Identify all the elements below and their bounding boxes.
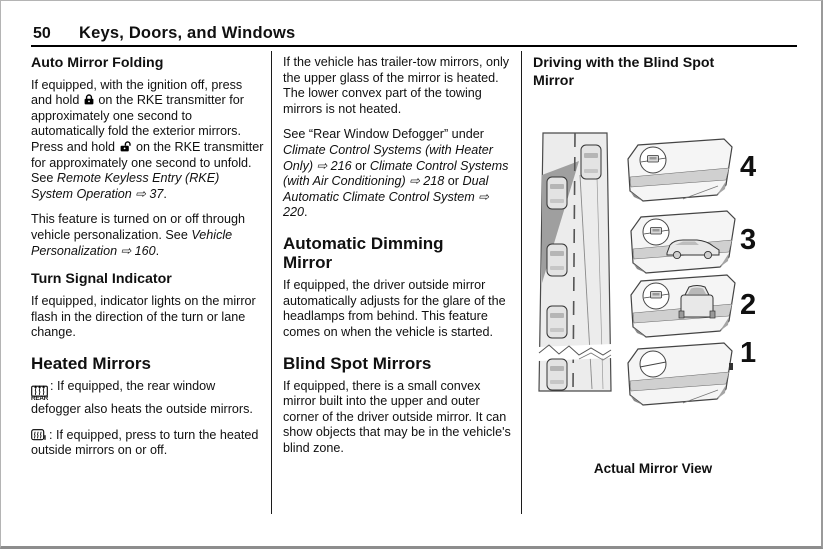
driver-car <box>580 144 602 180</box>
cross-reference: Vehicle Personalization ⇨ 160 <box>31 228 233 258</box>
paragraph: If equipped, the driver outside mirror a… <box>283 278 506 339</box>
paragraph: : If equipped, press to turn the heated … <box>31 427 259 458</box>
mirror-view-1 <box>627 342 733 406</box>
convex-mirror-car <box>647 155 659 163</box>
mirror-view-2 <box>630 274 736 338</box>
page-title: Keys, Doors, and Windows <box>79 24 296 42</box>
column-2: If the vehicle has trailer-tow mirrors, … <box>283 51 513 467</box>
header-rule <box>31 45 797 47</box>
cross-reference: Climate Control Systems (with Heater Onl… <box>283 143 493 173</box>
mirror-label-4: 4 <box>740 151 757 183</box>
passing-car-2 <box>546 305 568 339</box>
paragraph: If equipped, indicator lights on the mir… <box>31 293 256 340</box>
column-divider <box>271 51 272 514</box>
paragraph: This feature is turned on or off through… <box>31 212 245 258</box>
section-heading: Heated Mirrors <box>31 353 151 373</box>
cross-reference: Dual Automatic Climate Control System ⇨ … <box>283 174 489 220</box>
paragraph: If the vehicle has trailer-tow mirrors, … <box>283 55 510 116</box>
column-1: Auto Mirror Folding If equipped, with th… <box>31 51 264 469</box>
page-number: 50 <box>33 25 51 42</box>
convex-mirror-car <box>650 227 662 235</box>
road-lane-diagram <box>538 132 612 392</box>
lock-closed-icon <box>84 94 94 105</box>
figure-caption: Actual Mirror View <box>593 461 713 476</box>
section-heading: Auto Mirror Folding <box>31 55 164 71</box>
rear-window-defogger-icon: REAR <box>31 385 48 402</box>
convex-mirror-car <box>650 291 662 299</box>
column-3: Driving with the Blind Spot Mirror <box>533 51 811 476</box>
mirror-label-1: 1 <box>740 337 757 369</box>
paragraph: If equipped, there is a small convex mir… <box>283 378 511 456</box>
rear-icon-label: REAR <box>31 394 49 402</box>
section-heading: Turn Signal Indicator <box>31 271 172 288</box>
section-heading: Automatic Dimming Mirror <box>283 234 444 273</box>
mirror-label-2: 2 <box>740 289 757 321</box>
section-heading: Driving with the Blind Spot Mirror <box>533 55 715 89</box>
paragraph: See “Rear Window Defogger” under Climate… <box>283 127 509 220</box>
mirror-car-front-view <box>678 285 716 319</box>
cross-reference: Remote Keyless Entry (RKE) System Operat… <box>31 171 220 201</box>
blind-spot-diagram <box>538 132 736 406</box>
paragraph: REAR: If equipped, the rear window defog… <box>31 378 253 417</box>
column-divider <box>521 51 522 514</box>
heated-mirror-icon <box>31 428 46 440</box>
paragraph: If equipped, with the ignition off, pres… <box>31 77 264 201</box>
mirror-car-side-view <box>666 239 720 260</box>
lock-open-icon <box>120 141 131 152</box>
mirror-view-4 <box>627 138 733 202</box>
mirror-view-3 <box>630 210 736 274</box>
passing-car-3 <box>546 243 568 277</box>
cross-reference: Climate Control Systems (with Air Condit… <box>283 158 509 189</box>
passing-car-4 <box>546 176 568 210</box>
section-heading: Blind Spot Mirrors <box>283 353 432 373</box>
mirror-label-3: 3 <box>740 224 757 256</box>
passing-car-1 <box>546 358 568 391</box>
